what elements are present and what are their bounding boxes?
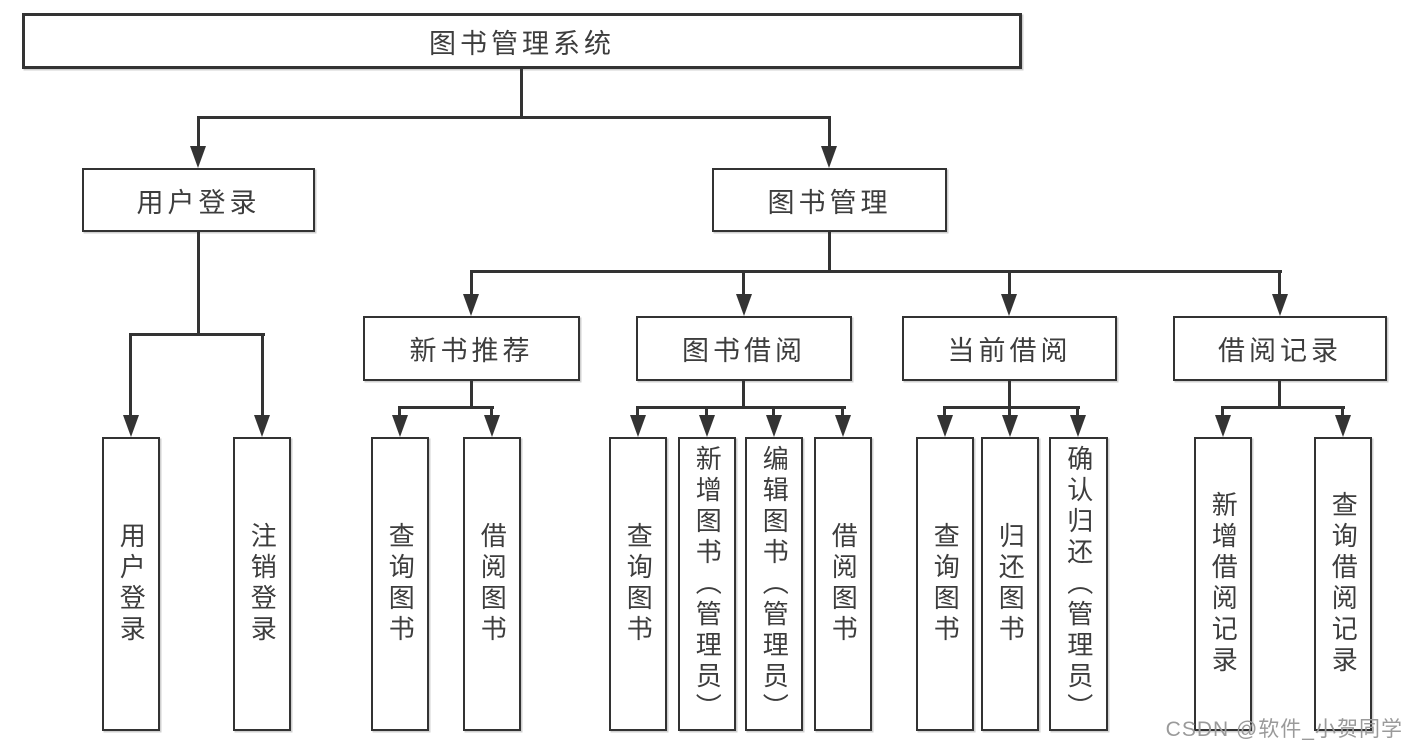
arrowhead [1272,294,1288,316]
connector-v [490,406,493,418]
node-user-login: 用户登录 [82,168,315,232]
connector-v [1341,406,1344,418]
arrowhead [123,415,139,437]
leaf-label: 查询图书 [385,522,416,646]
connector-h [636,406,846,409]
connector-v [841,406,844,418]
leaf-user-login: 用户登录 [102,437,160,731]
node-borrowing-records: 借阅记录 [1173,316,1387,381]
connector-v [261,333,264,416]
leaf-label: 归还图书 [995,522,1026,646]
connector-v [1076,406,1079,418]
connector-v [398,406,401,418]
leaf-label: 查询图书 [930,522,961,646]
connector-h [129,333,265,336]
arrowhead [766,415,782,437]
node-label: 用户登录 [136,187,261,218]
leaf-logout: 注销登录 [233,437,291,731]
connector-v [742,381,745,408]
leaf-label: 编辑图书（管理员） [759,444,790,724]
connector-v [705,406,708,418]
leaf-label: 查询借阅记录 [1328,491,1359,677]
connector-v [520,69,523,118]
arrowhead [1215,415,1231,437]
connector-v [943,406,946,418]
connector-v [636,406,639,418]
leaf-label: 确认归还（管理员） [1063,444,1094,724]
leaf-edit-books-admin: 编辑图书（管理员） [745,437,803,731]
connector-v [828,116,831,147]
connector-v [1221,406,1224,418]
leaf-return-books: 归还图书 [981,437,1039,731]
node-label: 图书借阅 [682,336,806,366]
leaf-add-borrow-record: 新增借阅记录 [1194,437,1252,731]
connector-v [129,333,132,416]
connector-h [197,116,831,119]
leaf-borrow-books-recommend: 借阅图书 [463,437,521,731]
connector-v [1278,270,1281,296]
node-label: 借阅记录 [1218,336,1342,366]
leaf-label: 注销登录 [247,522,278,646]
connector-h [1221,406,1345,409]
node-new-book-recommendation: 新书推荐 [363,316,580,381]
leaf-label: 借阅图书 [828,522,859,646]
node-label: 图书管理 [767,187,892,218]
node-book-management: 图书管理 [712,168,947,232]
arrowhead [1002,415,1018,437]
connector-v [742,270,745,296]
connector-v [197,116,200,147]
arrowhead [736,294,752,316]
connector-h [398,406,494,409]
connector-v [772,406,775,418]
connector-h [943,406,1080,409]
leaf-label: 新增图书（管理员） [692,444,723,724]
connector-v [1008,381,1011,408]
connector-v [1278,381,1281,408]
arrowhead [1001,294,1017,316]
connector-h [470,270,1282,273]
leaf-label: 借阅图书 [477,522,508,646]
arrowhead [821,146,837,168]
connector-v [470,381,473,408]
csdn-watermark: CSDN @软件_小贺同学 [1165,718,1403,741]
connector-v [1008,270,1011,296]
arrowhead [190,146,206,168]
arrowhead [937,415,953,437]
arrowhead [699,415,715,437]
connector-v [470,270,473,296]
leaf-label: 查询图书 [623,522,654,646]
arrowhead [835,415,851,437]
node-library-management-system: 图书管理系统 [22,13,1022,69]
leaf-borrow-books: 借阅图书 [814,437,872,731]
leaf-query-borrow-record: 查询借阅记录 [1314,437,1372,731]
arrowhead [1070,415,1086,437]
node-book-borrowing: 图书借阅 [636,316,852,381]
leaf-label: 用户登录 [116,522,147,646]
arrowhead [254,415,270,437]
node-current-borrowing: 当前借阅 [902,316,1117,381]
leaf-query-books-current: 查询图书 [916,437,974,731]
leaf-query-books-borrow: 查询图书 [609,437,667,731]
leaf-query-books-recommend: 查询图书 [371,437,429,731]
node-label: 新书推荐 [409,336,534,366]
connector-v [197,232,200,335]
leaf-confirm-return-admin: 确认归还（管理员） [1049,437,1108,731]
node-label: 当前借阅 [947,336,1072,366]
arrowhead [392,415,408,437]
leaf-add-books-admin: 新增图书（管理员） [678,437,736,731]
arrowhead [1335,415,1351,437]
connector-v [828,232,831,272]
arrowhead [463,294,479,316]
leaf-label: 新增借阅记录 [1208,491,1239,677]
connector-v [1008,406,1011,418]
arrowhead [630,415,646,437]
arrowhead [484,415,500,437]
node-label: 图书管理系统 [429,28,615,59]
